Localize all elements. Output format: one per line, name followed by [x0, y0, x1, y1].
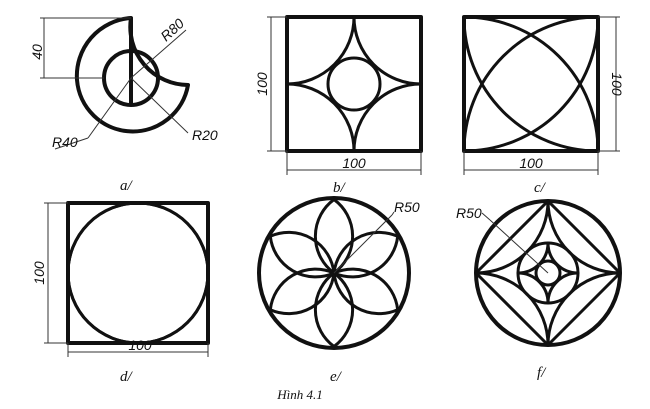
panel-b-dim-width: 100 — [342, 155, 366, 171]
panel-b-astroid — [285, 15, 423, 153]
panel-f-dim-r50: R50 — [456, 205, 482, 221]
panel-d: 100 100 d/ — [31, 201, 210, 385]
panel-b-label: b/ — [333, 180, 347, 196]
panel-e-petal — [313, 271, 355, 348]
panel-c-label: c/ — [534, 180, 547, 196]
panel-a-dim-r20: R20 — [192, 127, 218, 143]
panel-a-label: a/ — [120, 178, 134, 194]
panel-d-arc-3 — [66, 272, 210, 345]
panel-c-arc-4 — [463, 16, 600, 153]
panel-b-square — [285, 15, 423, 153]
panel-c-dim-width: 100 — [519, 155, 543, 171]
panel-b: 100 100 b/ — [254, 15, 423, 196]
panel-a-dim-40: 40 — [29, 44, 45, 60]
panel-a-leader-r80 — [130, 29, 187, 79]
panel-e-petal — [268, 267, 336, 316]
panel-e-leader — [333, 214, 393, 274]
panel-e-label: e/ — [330, 369, 343, 385]
panel-f-leader-tail — [481, 212, 491, 221]
panel-e-petal — [313, 198, 355, 275]
panel-b-dim-height: 100 — [254, 72, 270, 96]
panel-a-leader-r40-tail — [54, 137, 89, 150]
figure-caption: Hình 4.1 — [276, 387, 323, 402]
panel-a-dim-r80: R80 — [157, 15, 187, 44]
panel-c-arc-2 — [463, 15, 600, 152]
panel-a-leader-r40 — [87, 77, 132, 139]
panel-f-astroid — [474, 199, 622, 347]
panel-e-petal — [268, 230, 336, 279]
panel-e-dim-r50: R50 — [394, 199, 420, 215]
panel-d-dim-height: 100 — [31, 261, 47, 285]
panel-a-outline — [74, 16, 190, 134]
panel-e-outer-circle — [257, 196, 411, 350]
panel-d-arc-4 — [66, 201, 210, 274]
panel-d-arc-2 — [137, 201, 210, 345]
panel-e-petals — [268, 198, 400, 348]
panel-a: 40 R80 R40 R20 a/ — [29, 15, 218, 194]
panel-d-label: d/ — [120, 369, 134, 385]
panel-b-center-circle — [326, 56, 382, 112]
panel-a-leader-r20 — [130, 77, 189, 134]
panel-c-arc-3 — [462, 15, 599, 152]
panel-f-inner-astroid — [516, 241, 580, 305]
panel-e-petal — [332, 267, 400, 316]
panel-f-center-circle — [534, 259, 562, 287]
panel-c-arc-1 — [462, 16, 599, 153]
panel-f-label: f/ — [537, 365, 547, 381]
panel-e-petal — [332, 230, 400, 279]
panel-c-square — [462, 15, 600, 153]
panel-d-arc-1 — [66, 201, 139, 345]
panel-d-dim-width: 100 — [128, 337, 152, 353]
panel-c: 100 100 c/ — [462, 15, 625, 196]
panel-c-dim-height: 100 — [609, 72, 625, 96]
panel-f-leader — [489, 219, 549, 274]
panel-e: R50 e/ — [257, 196, 420, 385]
panel-a-dim-r40: R40 — [52, 134, 78, 150]
panel-f: R50 f/ — [456, 199, 622, 381]
panel-e-leader-tail — [391, 211, 395, 216]
